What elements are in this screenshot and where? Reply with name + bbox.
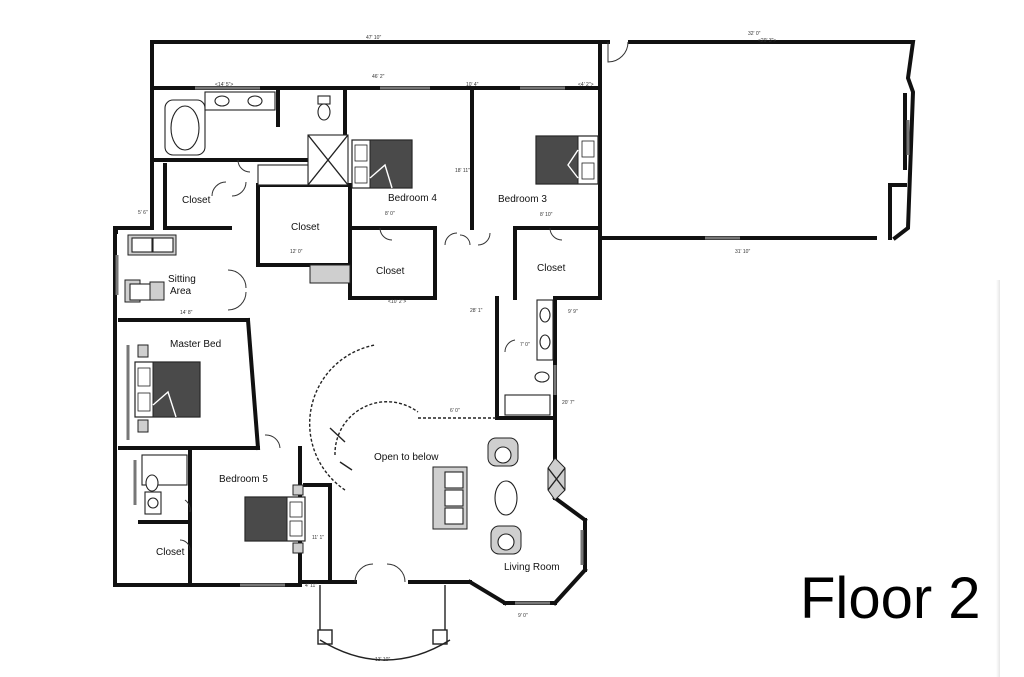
open-to-below-label: Open to below [374,452,439,463]
bedroom5-label: Bedroom 5 [219,474,268,485]
dimension-label: 9' 0" [518,613,528,619]
sink-icon [247,95,263,107]
dimension-label: 4' 11" [305,583,317,589]
dimension-label: 13' 10" [375,657,390,663]
dimension-label: 8' 10" [540,212,553,218]
toilet-icon [534,371,550,383]
dimension-label: 8' 0" [385,211,395,217]
dimension-label: 7' 0" [520,342,530,348]
dimension-label: 28' 1" [470,308,483,314]
sink-icon [539,307,551,323]
stair-and-open-area [309,344,497,491]
dimension-label: 31' 10" [735,249,750,255]
dimension-label: 47' 10" [366,35,381,41]
windows [115,86,910,605]
dimension-label: <10' 2"> [388,299,406,305]
toilet-icon [317,103,331,121]
dimension-labels: 47' 10" 32' 0" <29' 3"> <14' 5"> 46' 2" … [138,31,776,663]
dimension-label: 32' 0" [748,31,761,37]
dimension-label: 9' 9" [568,309,578,315]
bedroom5-bath-fixtures [141,454,188,515]
dimension-label: 18' 11" [455,168,470,174]
dimension-label: 6' 0" [450,408,460,414]
dimension-label: 11' 1" [312,535,324,541]
scan-edge-shadow [996,280,1000,677]
sink-icon [214,95,230,107]
bedroom3-label: Bedroom 3 [498,194,547,205]
floor-label: Floor 2 [800,566,981,631]
door-swings [179,41,629,583]
dimension-label: 5' 6" [138,210,148,216]
dimension-label: <14' 5"> [215,82,233,88]
coffee-table [494,480,518,516]
toilet-icon [145,474,159,492]
closet-label: Closet [156,547,185,558]
living-room-furniture [432,437,566,555]
room-labels: Bedroom 4 Bedroom 3 Closet Closet Closet… [156,193,566,573]
cabinet [309,264,351,284]
closet-label: Closet [537,263,566,274]
exterior-walls [113,40,916,587]
balcony [317,585,451,661]
dimension-label: <29' 3"> [758,38,776,44]
bathtub [504,394,551,416]
bed-icon-bedroom4 [351,139,413,189]
bath-counter [257,164,309,186]
dimension-label: 46' 2" [372,74,385,80]
dimension-label: 20' 7" [562,400,575,406]
master-bed-label: Master Bed [170,339,221,350]
closet-label: Closet [182,195,211,206]
sink-icon [539,334,551,350]
dimension-label: 12' 0" [290,249,303,255]
dimension-label: <4' 2"> [578,82,594,88]
sitting-area-furniture [124,234,351,303]
master-bath-fixtures [164,91,349,186]
bed-icon-master [134,344,201,433]
toilet-tank [317,95,331,105]
living-room-label: Living Room [504,562,560,573]
hall-bath-fixtures [504,299,554,416]
closet-label: Closet [376,266,405,277]
bedroom4-label: Bedroom 4 [388,193,437,204]
bed-icon-bedroom5 [244,484,306,554]
dimension-label: 10' 4" [466,82,479,88]
dimension-label: 14' 8" [180,310,193,316]
sitting-area-label: Sitting [168,274,196,285]
sitting-area-label: Area [170,286,192,297]
bed-icon-bedroom3 [535,135,599,185]
closet-label: Closet [291,222,320,233]
